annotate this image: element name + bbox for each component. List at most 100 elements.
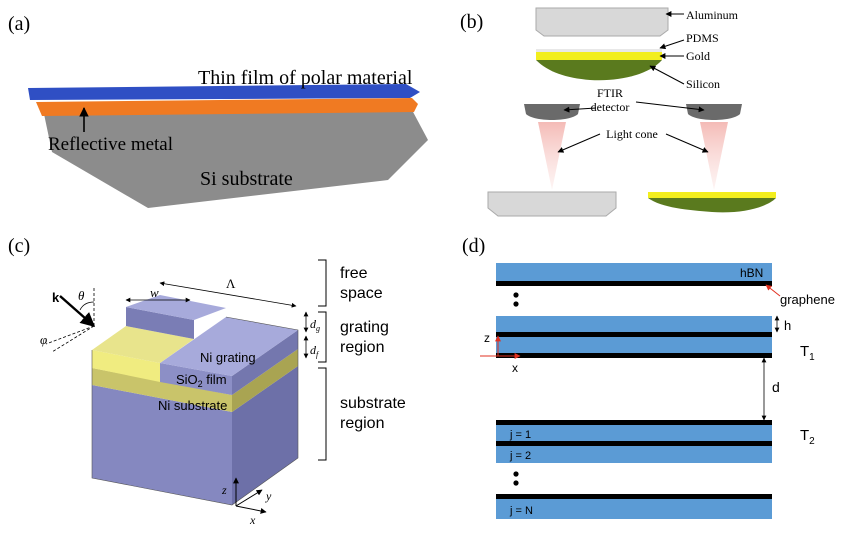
y-axis-label: y — [265, 489, 272, 503]
dg-label: dg — [310, 317, 320, 333]
y-axis — [235, 489, 263, 507]
pdms-callout — [659, 39, 685, 50]
cell-outline — [91, 316, 299, 506]
free-space-bracket — [318, 259, 327, 307]
panel-b-label: (b) — [460, 11, 483, 33]
substrate-region-label-line2: region — [340, 415, 384, 432]
grating-gap-front — [92, 350, 160, 382]
ellipsis-dot — [513, 480, 519, 486]
silicon-callout — [649, 65, 685, 85]
light-cone-left — [538, 122, 566, 190]
z-axis-d-label: z — [484, 331, 490, 345]
ftir-detector-right — [686, 104, 742, 120]
panel-d-label: (d) — [462, 235, 485, 257]
x-axis — [235, 505, 267, 514]
graphene-layer — [496, 494, 772, 499]
ni-substrate-label: Ni substrate — [158, 398, 227, 413]
ni-grating-label: Ni grating — [200, 350, 256, 365]
panel-a: (a) Thin film of polar material Reflecti… — [8, 13, 428, 208]
panel-c-label: (c) — [8, 235, 30, 257]
ftir-callout-right — [635, 101, 705, 113]
ftir-callout-left — [563, 106, 597, 113]
h-label: h — [784, 318, 791, 333]
panel-d: (d) hBN graphene h z x T1 d j = 1 j = 2 … — [462, 235, 835, 519]
gold-layer — [536, 52, 662, 60]
sio2-film-label: SiO2 film — [176, 372, 227, 389]
theta-arc — [79, 301, 95, 311]
phi-label: φ — [40, 332, 47, 347]
aluminum-block — [535, 7, 669, 37]
substrate-label: Si substrate — [200, 168, 293, 190]
pdms-layer — [536, 49, 662, 52]
sio2-film-front — [92, 368, 232, 412]
ftir-label-line2: detector — [591, 100, 630, 114]
z-axis-label: z — [221, 483, 227, 497]
graphene-layer — [496, 353, 772, 358]
grating-region-label-line2: region — [340, 339, 384, 356]
x-axis-label: x — [249, 513, 256, 527]
ni-grating-side — [232, 330, 298, 395]
silicon-layer — [536, 60, 662, 81]
ni-substrate-front — [92, 385, 232, 505]
projection-dashed-2 — [51, 325, 95, 353]
w-label: w — [150, 285, 159, 300]
t2-label: T2 — [800, 427, 815, 447]
grating-region-label-line1: grating — [340, 319, 389, 336]
d-label: d — [772, 379, 780, 395]
hbn-label: hBN — [740, 266, 763, 280]
jn-label: j = N — [509, 505, 533, 517]
grating-back-wall — [126, 307, 194, 339]
aluminum-block-bottom — [487, 191, 617, 217]
ellipsis-dot — [513, 292, 519, 298]
t1-label: T1 — [800, 343, 815, 363]
hbn-layer-top — [496, 263, 772, 281]
aluminum-label: Aluminum — [686, 8, 739, 22]
silicon-layer-bottom — [648, 198, 776, 213]
light-cone-label: Light cone — [606, 127, 658, 141]
metal-label: Reflective metal — [48, 134, 173, 155]
hbn-layer — [496, 446, 772, 463]
polar-film-layer — [28, 84, 420, 100]
cone-callout-left — [557, 133, 601, 153]
projection-dashed-1 — [45, 325, 95, 345]
substrate-region-label-line1: substrate — [340, 395, 406, 412]
cone-callout-right — [665, 133, 709, 153]
graphene-label: graphene — [780, 292, 835, 307]
k-vector-arrow — [59, 295, 96, 327]
x-axis-d-label: x — [512, 361, 518, 375]
panel-b: (b) Aluminum PDMS Gold Silicon FTIR dete… — [460, 7, 776, 217]
j2-label: j = 2 — [509, 450, 531, 462]
panel-a-label: (a) — [8, 13, 30, 35]
ellipsis-dot — [513, 471, 519, 477]
ni-grating-front — [160, 363, 232, 395]
ni-grating-top — [160, 317, 298, 376]
theta-label: θ — [78, 288, 85, 303]
ftir-label-line1: FTIR — [597, 86, 623, 100]
free-space-label-line1: free — [340, 265, 368, 282]
sio2-film-side — [232, 349, 298, 412]
hbn-layer — [496, 337, 772, 353]
substrate-region-bracket — [318, 367, 327, 461]
pdms-label: PDMS — [686, 31, 719, 45]
reflective-metal-layer — [36, 98, 418, 116]
graphene-layer — [496, 441, 772, 446]
graphene-layer — [496, 420, 772, 425]
light-cone-right — [700, 122, 728, 190]
free-space-label-line2: space — [340, 285, 383, 302]
sio2-top-exposed — [92, 326, 194, 363]
k-vector-label: k — [52, 290, 60, 305]
lambda-label: Λ — [226, 276, 236, 291]
hbn-layer — [496, 316, 772, 332]
hbn-layer-bottom — [496, 499, 772, 519]
gold-label: Gold — [686, 49, 710, 63]
gold-layer-bottom — [648, 192, 776, 198]
ellipsis-dot — [513, 301, 519, 307]
graphene-layer — [496, 332, 772, 337]
lambda-dimension — [159, 281, 297, 308]
hbn-layer — [496, 425, 772, 441]
film-label: Thin film of polar material — [198, 67, 413, 89]
graphene-pointer — [765, 284, 781, 297]
grating-region-bracket — [318, 311, 327, 363]
silicon-label: Silicon — [686, 77, 720, 91]
